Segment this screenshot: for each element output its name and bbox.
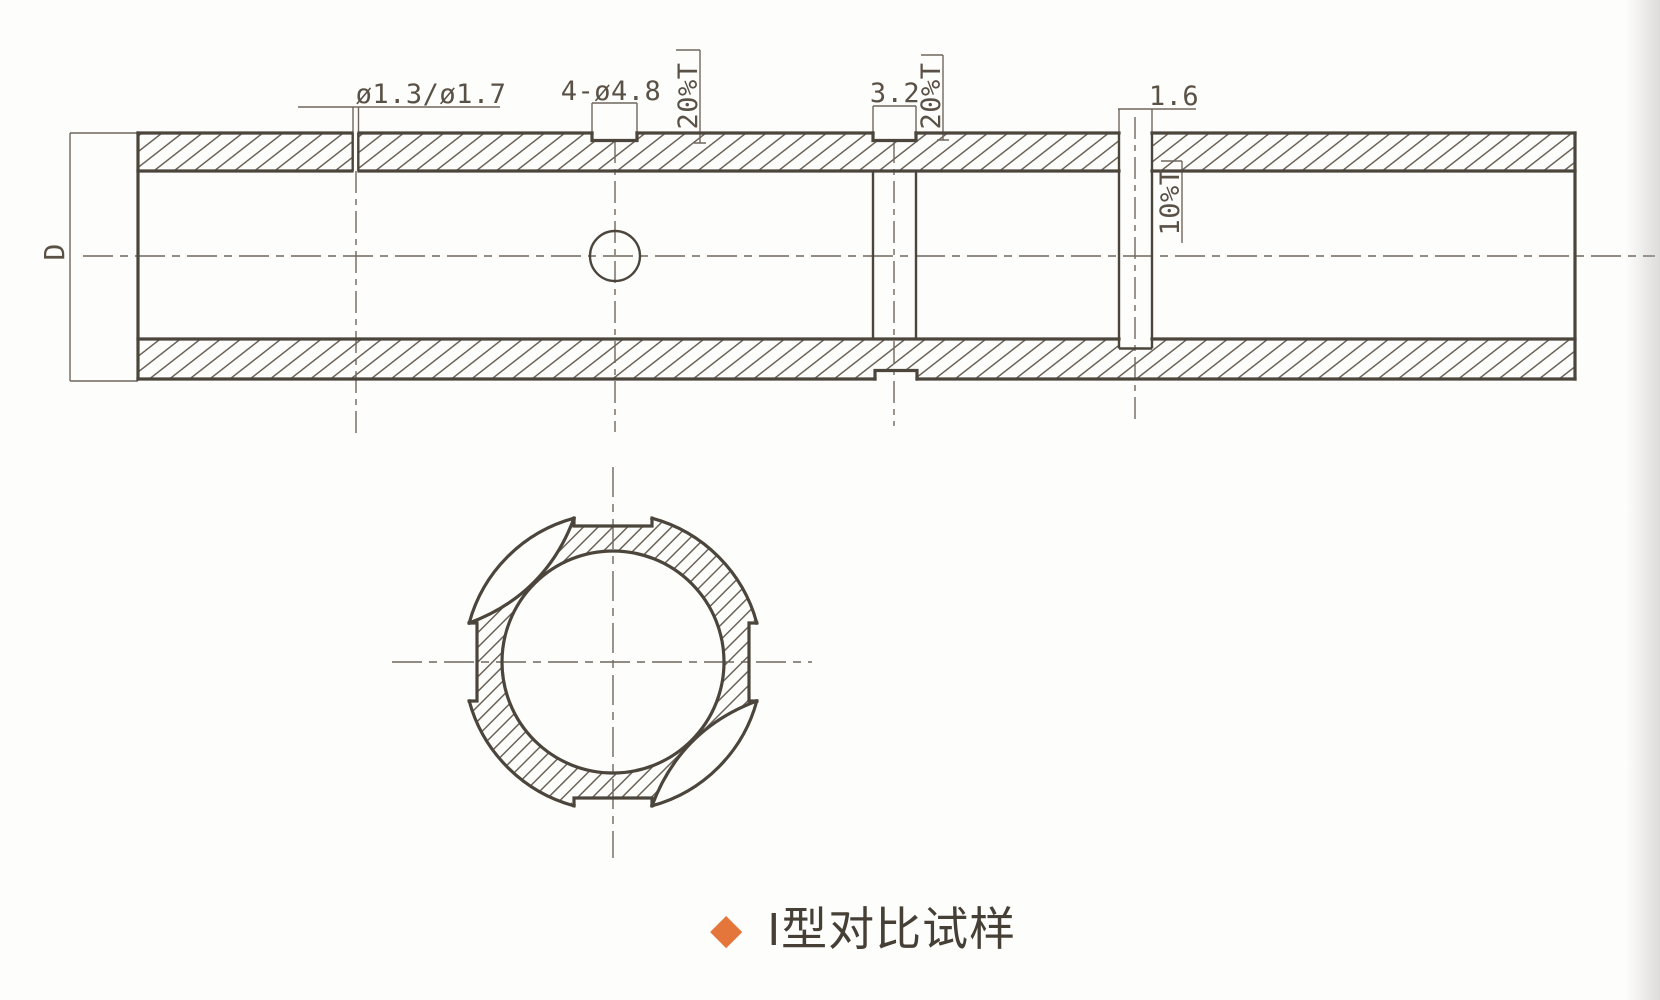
diamond-bullet-icon: ◆ <box>710 904 743 954</box>
dim-label-fbh: 4-ø4.8 <box>561 76 662 107</box>
cross-section-outlines <box>467 516 759 808</box>
notch-east <box>747 621 759 703</box>
groove-bottom-notch-profile <box>873 368 919 381</box>
far-notch-depth-callout-lines <box>1161 160 1183 243</box>
figure-caption: ◆ I型对比试样 <box>710 904 1016 955</box>
groove-far-side-edges <box>871 171 918 339</box>
notch-south <box>572 796 654 808</box>
slot-dimension-lines <box>298 106 500 133</box>
dim-label-far-notch-depth: 10%T <box>1155 168 1186 235</box>
wall-hatching <box>138 131 1575 381</box>
dim-label-hole-width: 1.6 <box>1149 81 1199 112</box>
lune-bottom-right <box>652 701 757 806</box>
longitudinal-section-view: ø1.3/ø1.7 4-ø4.8 20%T 3.2 20%T 1.6 10%T … <box>38 49 1655 437</box>
fbh-depth-callout-lines <box>676 49 706 144</box>
fbh-dimension-lines <box>591 102 638 133</box>
tube-outlines <box>136 131 1577 381</box>
dim-label-fbh-depth: 20%T <box>673 62 704 129</box>
notch-west <box>467 621 479 703</box>
dim-label-groove-depth: 20%T <box>916 62 947 129</box>
outer-arc-top-right <box>650 516 759 625</box>
outer-arc-bottom-left <box>467 699 576 808</box>
groove-depth-callout-lines <box>921 54 949 141</box>
bore-circle <box>500 549 726 775</box>
outer-arc-top-left <box>467 516 576 625</box>
groove-dimension-lines <box>872 105 917 133</box>
drilled-hole-circle <box>588 229 642 283</box>
dim-label-slot-diameters: ø1.3/ø1.7 <box>356 79 507 110</box>
figure-caption-text: I型对比试样 <box>767 903 1017 955</box>
hole-dimension-lines <box>1118 108 1196 133</box>
fbh-notch-profile <box>590 131 639 143</box>
notch-north <box>572 516 654 528</box>
od-relief-lunes <box>469 518 757 806</box>
cross-section-centerlines <box>392 467 812 858</box>
slot-edges <box>351 133 360 171</box>
bore-feature-lines <box>351 133 1154 350</box>
lune-top-left <box>469 518 574 623</box>
outer-dia-dimension-lines <box>69 132 138 382</box>
groove-top-notch-profile <box>871 131 918 143</box>
dim-label-groove-width: 3.2 <box>870 78 920 109</box>
thin-lines <box>69 49 1655 437</box>
through-hole-edges <box>1117 133 1154 350</box>
cross-section-view <box>392 467 812 858</box>
outer-arc-bottom-right <box>650 699 759 808</box>
dim-label-outer-diameter: D <box>38 244 71 261</box>
